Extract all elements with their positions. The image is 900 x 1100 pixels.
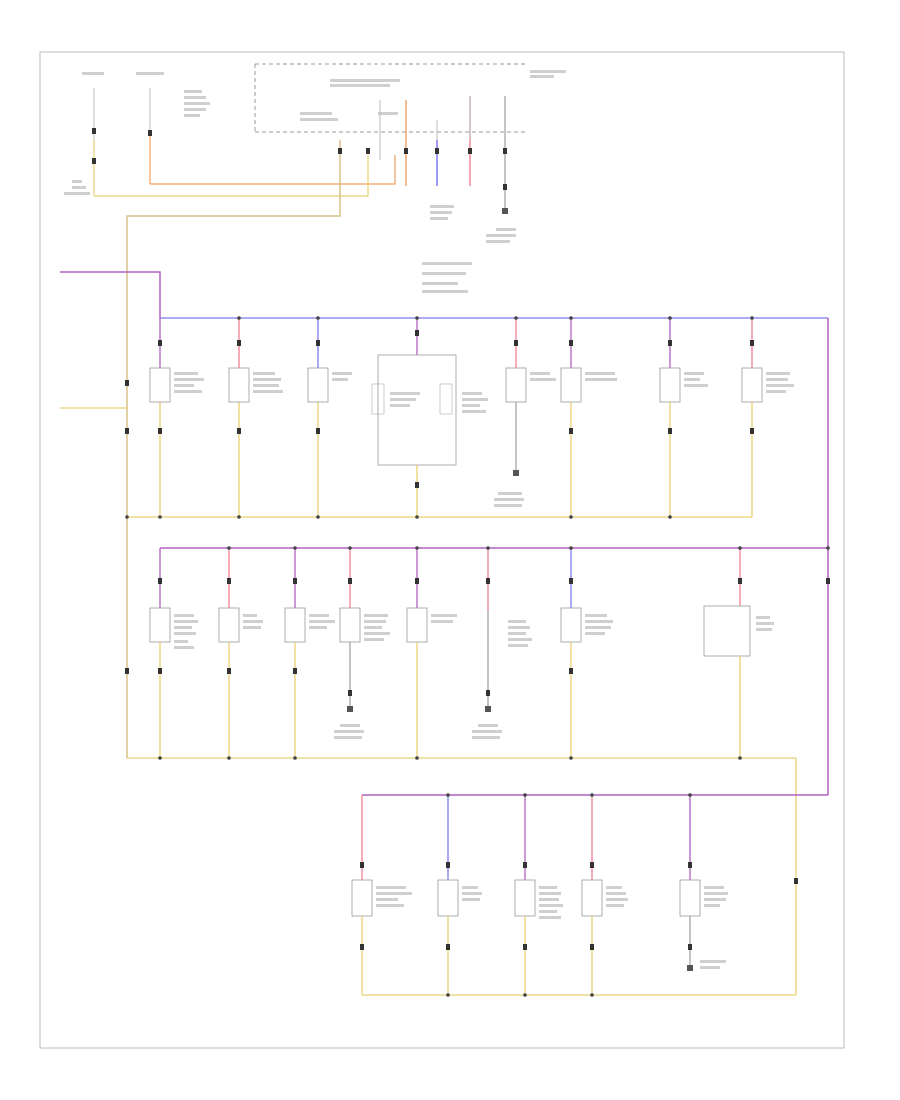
row2-labels xyxy=(174,614,774,739)
row-1 xyxy=(125,316,829,548)
row1-module-8 xyxy=(741,367,763,403)
row-2 xyxy=(125,546,830,995)
row1-junctions xyxy=(125,316,754,519)
row2-module-2 xyxy=(218,607,240,643)
row1-module-5 xyxy=(505,367,527,403)
row1-module-3 xyxy=(307,367,329,403)
row3-junctions xyxy=(446,793,692,997)
top-label-blocks xyxy=(64,70,566,293)
wire-purple-feed xyxy=(60,271,161,318)
wire-tan-main xyxy=(126,140,341,758)
row1-module-7 xyxy=(659,367,681,403)
row2-module-8 xyxy=(703,605,751,657)
row1-motor-6 xyxy=(560,367,582,403)
row1-labels xyxy=(174,372,794,507)
row3-module-4 xyxy=(581,879,603,917)
control-module-outline xyxy=(254,63,525,133)
row3-module-5 xyxy=(679,879,701,917)
row1-module-1 xyxy=(149,367,171,403)
ground-1 xyxy=(502,208,508,214)
row3-components xyxy=(351,795,701,995)
top-section xyxy=(60,63,566,758)
row2-components xyxy=(149,548,751,758)
row2-motor-5 xyxy=(406,607,428,643)
row2-module-3 xyxy=(284,607,306,643)
row3-labels xyxy=(376,886,728,969)
row3-ticks xyxy=(360,862,692,950)
row2-ticks xyxy=(125,578,830,884)
row1-components xyxy=(149,318,763,517)
wire-yellow-bus xyxy=(94,155,369,197)
row3-module-1 xyxy=(351,879,373,917)
row2-module-7 xyxy=(560,607,582,643)
top-connector-ticks xyxy=(92,128,507,190)
diagram-frame xyxy=(39,51,845,1049)
row1-ticks xyxy=(125,330,754,488)
row1-module-2 xyxy=(228,367,250,403)
wire-orange-bus xyxy=(150,155,396,185)
row3-module-2 xyxy=(437,879,459,917)
row2-junctions xyxy=(158,546,830,760)
row-3 xyxy=(351,793,828,997)
row3-module-3 xyxy=(514,879,536,917)
row2-module-4 xyxy=(339,607,361,643)
row2-module-1 xyxy=(149,607,171,643)
row1-switch-block xyxy=(377,354,457,466)
